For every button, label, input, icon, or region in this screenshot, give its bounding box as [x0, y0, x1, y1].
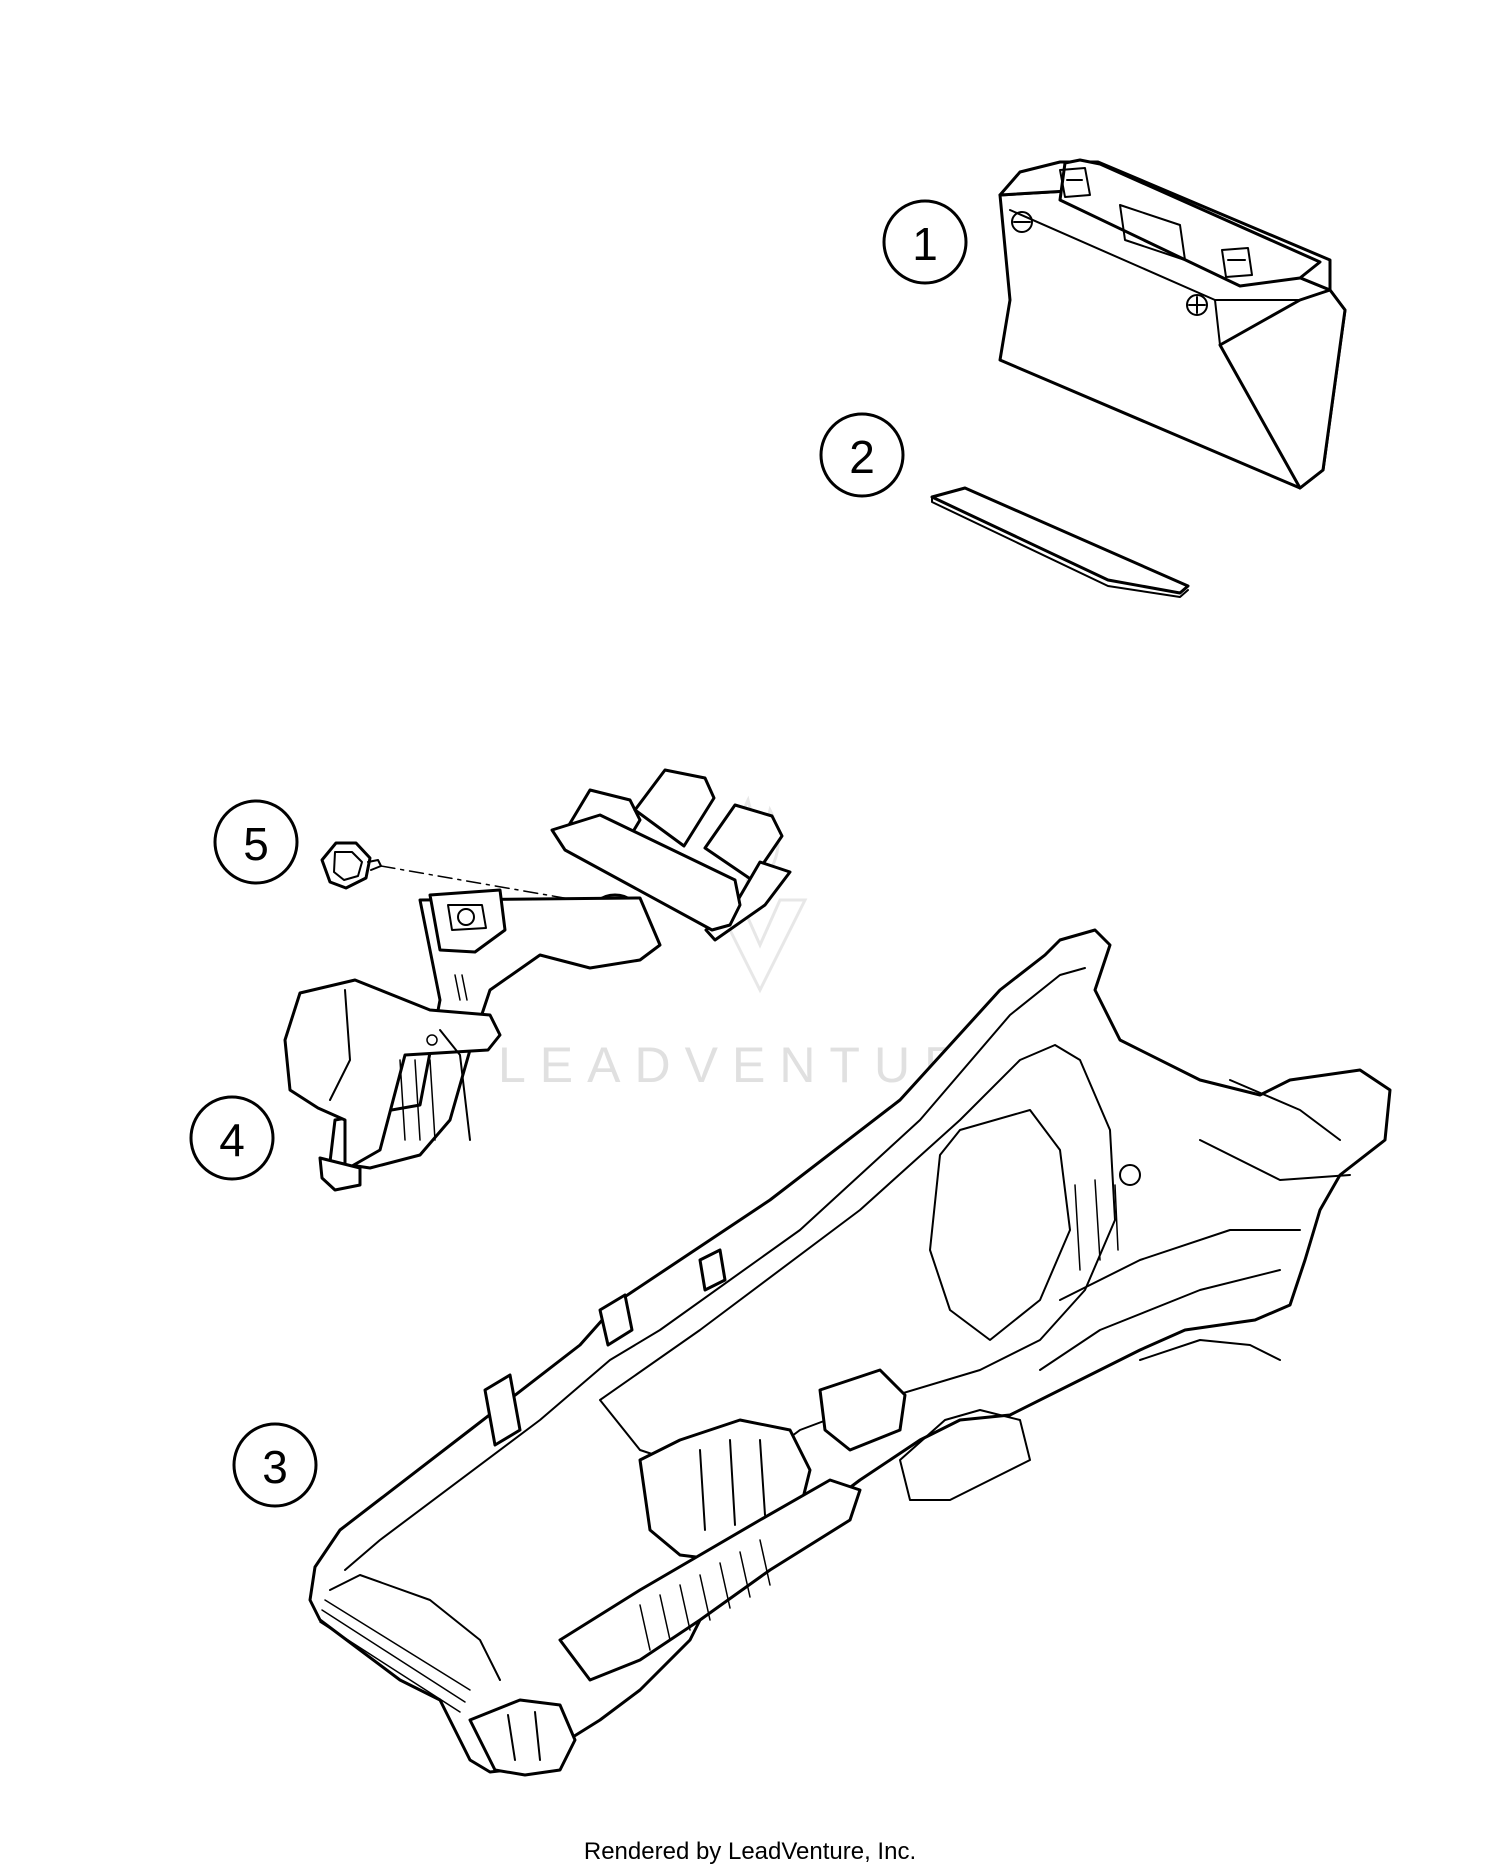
callout-4: 4	[189, 1095, 275, 1181]
part-bracket	[283, 768, 792, 1192]
callout-5-label: 5	[243, 818, 269, 870]
callout-3: 3	[232, 1422, 318, 1508]
part-battery	[998, 158, 1347, 490]
callout-2-label: 2	[849, 431, 875, 483]
callout-4-label: 4	[219, 1114, 245, 1166]
callout-1: 1	[882, 199, 968, 285]
callout-5: 5	[213, 799, 299, 885]
part-battery-tray	[308, 928, 1392, 1777]
part-battery-pad	[930, 486, 1190, 598]
callout-2: 2	[819, 412, 905, 498]
callout-3-label: 3	[262, 1441, 288, 1493]
rendered-by-footer: Rendered by LeadVenture, Inc.	[583, 1838, 917, 1865]
callout-1-label: 1	[912, 218, 938, 270]
